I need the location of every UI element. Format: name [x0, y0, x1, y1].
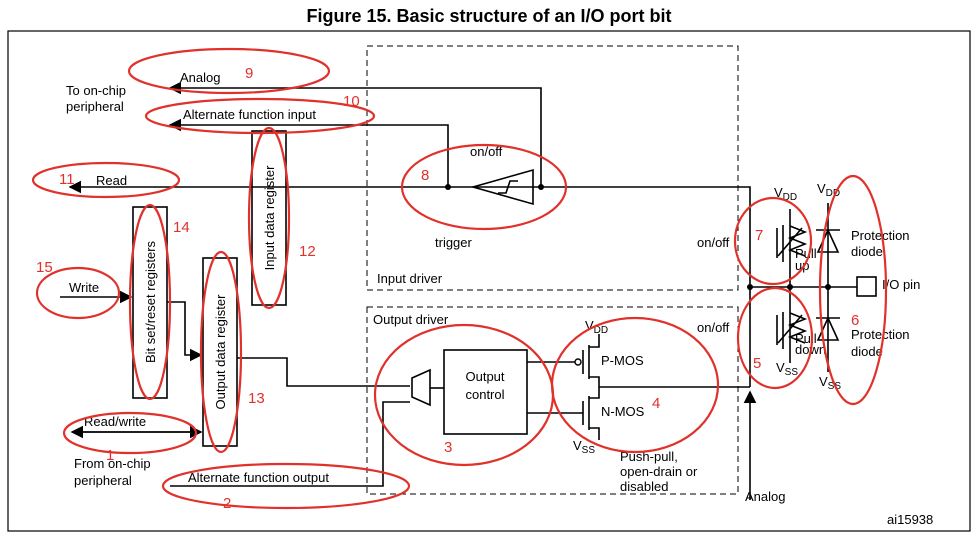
bsr-to-odr-line — [167, 301, 203, 362]
read-label: Read — [96, 173, 127, 188]
pd-vss-label: VSS — [776, 360, 798, 378]
pmos-bubble — [574, 358, 582, 366]
figure-title: Figure 15. Basic structure of an I/O por… — [306, 6, 671, 26]
annotation-ellipse-1 — [62, 411, 198, 455]
protection-diode-1-label-2: diode — [851, 244, 883, 259]
annotation-ellipse-2 — [161, 462, 411, 510]
annotation-number-10: 10 — [343, 93, 360, 110]
trigger-label: trigger — [435, 235, 473, 250]
annotation-number-5: 5 — [753, 355, 761, 372]
analog-bottom-label: Analog — [745, 489, 785, 504]
annotation-number-4: 4 — [652, 395, 660, 412]
io-pin-label: I/O pin — [882, 277, 920, 292]
pull-up-resistor — [776, 225, 808, 262]
annotation-ellipse-6 — [818, 174, 888, 406]
output-control-block — [443, 349, 528, 435]
annotation-ellipse-10 — [144, 97, 376, 135]
push-pull-label-3: disabled — [620, 479, 668, 494]
schmitt-trigger-symbol — [470, 168, 534, 206]
annotation-ellipse-13 — [199, 250, 243, 454]
nmos-vss-label: VSS — [573, 438, 595, 456]
pmos-vdd-label: VDD — [585, 318, 608, 336]
io-pin-symbol — [856, 276, 877, 297]
pmos-label: P-MOS — [601, 353, 644, 368]
analog-top-label: Analog — [180, 70, 220, 85]
protection-diode-2-label-2: diode — [851, 344, 883, 359]
nmos-label: N-MOS — [601, 404, 645, 419]
nmos-transistor — [527, 387, 600, 440]
annotation-number-9: 9 — [245, 65, 253, 82]
read-write-label: Read/write — [84, 414, 146, 429]
annotation-ellipse-15 — [35, 266, 121, 320]
to-onchip-label-1: To on-chip — [66, 83, 126, 98]
pull-up-on-off-label: on/off — [697, 235, 730, 250]
pull-down-on-off-label: on/off — [697, 320, 730, 335]
input-data-register-label: Input data register — [262, 165, 277, 270]
annotation-ellipse-14 — [128, 203, 172, 401]
trigger-on-off-label: on/off — [470, 144, 503, 159]
alt-func-input-line — [168, 118, 449, 187]
output-driver-box — [366, 306, 739, 495]
protection-diode-1-label-1: Protection — [851, 228, 910, 243]
figure-frame — [7, 30, 971, 532]
junction-dot — [538, 184, 544, 190]
output-driver-label: Output driver — [373, 312, 449, 327]
push-pull-label-2: open-drain or — [620, 464, 698, 479]
to-onchip-label-2: peripheral — [66, 99, 124, 114]
annotation-ellipse-4 — [550, 316, 720, 454]
annotation-number-2: 2 — [223, 495, 231, 512]
alt-func-output-line — [170, 401, 410, 487]
input-data-register — [251, 130, 287, 306]
pull-up-arrow — [777, 227, 803, 257]
odr-to-mux-line — [237, 357, 410, 387]
hysteresis-icon — [498, 180, 518, 194]
pu-vdd-label: VDD — [774, 185, 797, 203]
annotation-ellipse-12 — [247, 126, 291, 310]
annotation-ellipse-5 — [736, 286, 814, 390]
output-data-register — [202, 257, 238, 447]
annotation-number-13: 13 — [248, 390, 265, 407]
bit-set-reset-label: Bit set/reset registers — [143, 240, 158, 363]
alt-func-output-label: Alternate function output — [188, 470, 329, 485]
input-driver-label: Input driver — [377, 271, 443, 286]
annotation-number-15: 15 — [36, 259, 53, 276]
annotation-number-1: 1 — [106, 447, 114, 464]
pmos-transistor — [582, 334, 600, 387]
annotation-number-8: 8 — [421, 167, 429, 184]
annotation-number-7: 7 — [755, 227, 763, 244]
annotation-ellipse-8 — [400, 143, 568, 231]
annotation-ellipse-7 — [733, 196, 813, 286]
pull-down-arrow — [777, 314, 803, 344]
from-onchip-label-1: From on-chip — [74, 456, 151, 471]
pull-down-resistor — [776, 312, 808, 349]
alt-func-input-label: Alternate function input — [183, 107, 316, 122]
output-control-label-2: control — [465, 387, 504, 402]
annotation-ellipse-9 — [127, 47, 331, 95]
multiplexer-symbol — [411, 368, 431, 407]
output-control-label-1: Output — [465, 369, 504, 384]
annotation-number-3: 3 — [444, 439, 452, 456]
annotation-number-12: 12 — [299, 243, 316, 260]
input-driver-box — [366, 45, 739, 291]
figure-id: ai15938 — [887, 512, 933, 527]
from-onchip-label-2: peripheral — [74, 473, 132, 488]
annotation-ellipse-11 — [31, 161, 181, 199]
diode-vdd-label: VDD — [817, 181, 840, 199]
annotation-number-6: 6 — [851, 312, 859, 329]
read-line — [68, 180, 751, 296]
protection-diode-2-label-1: Protection — [851, 327, 910, 342]
output-data-register-label: Output data register — [213, 294, 228, 410]
write-label: Write — [69, 280, 99, 295]
annotation-number-14: 14 — [173, 219, 190, 236]
junction-dot — [747, 284, 753, 290]
junction-dot — [445, 184, 451, 190]
annotation-number-11: 11 — [59, 171, 75, 188]
